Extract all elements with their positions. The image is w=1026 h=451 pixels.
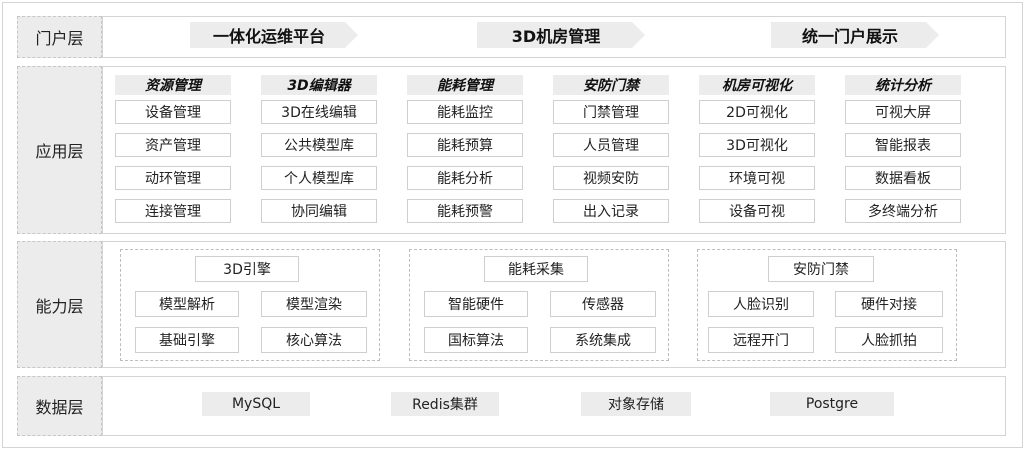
capability-item: 基础引擎 [135,327,239,353]
capability-item: 模型渲染 [261,291,367,317]
app-item: 可视大屏 [845,100,961,124]
layer-label-data: 数据层 [17,376,102,436]
data-item-redis: Redis集群 [391,392,499,416]
app-item: 协同编辑 [261,199,377,223]
app-item: 个人模型库 [261,166,377,190]
app-item: 设备管理 [115,100,231,124]
portal-item-3d-room: 3D机房管理 [477,22,645,48]
app-item: 能耗分析 [407,166,523,190]
data-item-object-storage: 对象存储 [581,392,691,416]
app-column-title: 能耗管理 [407,75,523,95]
capability-group-title: 安防门禁 [768,256,874,282]
app-item: 环境可视 [699,166,815,190]
app-column-title: 统计分析 [845,75,961,95]
app-item: 能耗监控 [407,100,523,124]
app-item: 3D可视化 [699,133,815,157]
app-item: 人员管理 [553,133,669,157]
app-item: 资产管理 [115,133,231,157]
capability-item: 系统集成 [550,327,656,353]
app-item: 出入记录 [553,199,669,223]
capability-group-energy [409,249,669,361]
app-item: 3D在线编辑 [261,100,377,124]
layer-label-capability: 能力层 [17,241,102,368]
app-item: 连接管理 [115,199,231,223]
app-item: 能耗预算 [407,133,523,157]
capability-item: 国标算法 [424,327,528,353]
app-item: 智能报表 [845,133,961,157]
app-column-title: 安防门禁 [553,75,669,95]
portal-item-unified-portal: 统一门户展示 [771,22,939,48]
capability-item: 传感器 [550,291,656,317]
layer-label-portal: 门户层 [17,16,102,58]
app-item: 多终端分析 [845,199,961,223]
capability-item: 模型解析 [135,291,239,317]
app-item: 数据看板 [845,166,961,190]
app-item: 门禁管理 [553,100,669,124]
capability-item: 远程开门 [708,327,814,353]
capability-item: 人脸抓拍 [835,327,943,353]
capability-item: 人脸识别 [708,291,814,317]
capability-group-title: 3D引擎 [195,256,299,282]
capability-group-3d-engine [120,249,380,361]
app-item: 动环管理 [115,166,231,190]
capability-group-title: 能耗采集 [484,256,588,282]
app-item: 视频安防 [553,166,669,190]
app-item: 2D可视化 [699,100,815,124]
data-item-mysql: MySQL [202,392,310,416]
capability-group-security [697,249,957,361]
app-item: 设备可视 [699,199,815,223]
capability-item: 硬件对接 [835,291,943,317]
capability-item: 智能硬件 [424,291,528,317]
app-item: 公共模型库 [261,133,377,157]
portal-item-ops-platform: 一体化运维平台 [190,22,358,48]
layer-label-application: 应用层 [17,66,102,234]
app-column-title: 机房可视化 [699,75,815,95]
app-column-title: 3D编辑器 [261,75,377,95]
capability-item: 核心算法 [261,327,367,353]
data-item-postgre: Postgre [770,392,894,416]
app-item: 能耗预警 [407,199,523,223]
app-column-title: 资源管理 [115,75,231,95]
